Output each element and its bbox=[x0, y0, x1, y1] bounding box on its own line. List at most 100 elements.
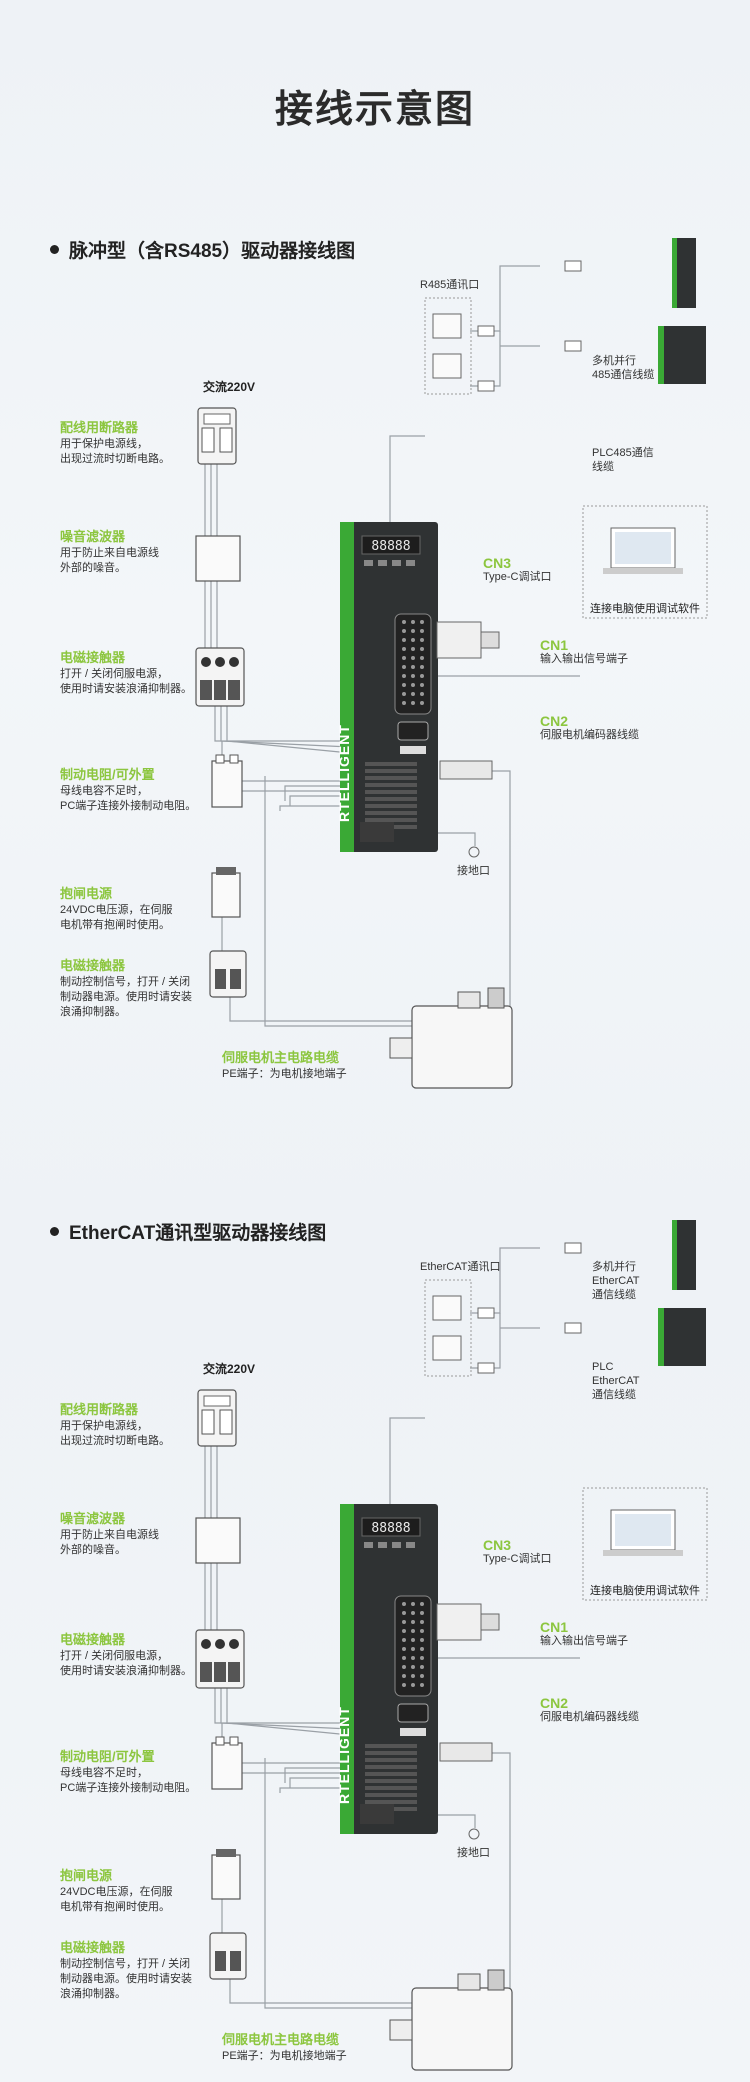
label-title: 电磁接触器 bbox=[60, 1940, 126, 1955]
plc-icon bbox=[658, 1308, 706, 1366]
label-desc: 制动控制信号，打开 / 关闭 制动器电源。使用时请安装 浪涌抑制器。 bbox=[60, 976, 192, 1018]
comm-port-box bbox=[424, 1279, 472, 1377]
ground-label: 接地口 bbox=[457, 865, 490, 877]
wire-contactor-driver bbox=[220, 1688, 351, 1730]
wire-contactor-driver bbox=[214, 1688, 350, 1724]
cn-desc: 输入输出信号端子 bbox=[540, 653, 628, 665]
circuit-breaker-icon bbox=[197, 407, 237, 465]
cn-title: CN1 bbox=[540, 637, 569, 653]
label-desc: 打开 / 关闭伺服电源， 使用时请安装浪涌抑制器。 bbox=[60, 1650, 192, 1677]
wire-motor-power bbox=[289, 795, 350, 806]
label-brake-resistor: 制动电阻/可外置母线电容不足时， PC端子连接外接制动电阻。 bbox=[60, 767, 196, 814]
label-title: 制动电阻/可外置 bbox=[60, 1749, 155, 1764]
brake-contactor-icon bbox=[209, 950, 247, 998]
page-title: 接线示意图 bbox=[274, 89, 475, 131]
label-title: 电磁接触器 bbox=[60, 958, 126, 973]
circuit-breaker-icon bbox=[197, 1389, 237, 1447]
label-title: 伺服电机主电路电缆 bbox=[222, 2032, 340, 2047]
noise-filter-icon bbox=[195, 535, 241, 582]
ground-icon bbox=[468, 1828, 480, 1840]
cn-desc: 伺服电机编码器线缆 bbox=[540, 1711, 639, 1723]
driver-brand: RTELLIGENT bbox=[336, 1706, 352, 1804]
wire-resistor-driver bbox=[235, 780, 350, 796]
cn1-connector-icon bbox=[436, 1603, 500, 1641]
cn-desc: Type-C调试口 bbox=[483, 1553, 552, 1565]
cn-title: CN3 bbox=[483, 555, 512, 571]
wire-motor-power bbox=[284, 785, 350, 801]
label-filter: 噪音滤波器用于防止来自电源线 外部的噪音。 bbox=[60, 529, 159, 576]
debug-software-label: 连接电脑使用调试软件 bbox=[590, 1585, 700, 1597]
servo-motor-icon bbox=[389, 1969, 513, 2071]
cn-title: CN1 bbox=[540, 1619, 569, 1635]
wire-network-bottom bbox=[470, 1313, 540, 1369]
magnetic-contactor-icon bbox=[195, 1629, 245, 1689]
label-contactor: 电磁接触器打开 / 关闭伺服电源， 使用时请安装浪涌抑制器。 bbox=[60, 650, 192, 697]
rj45-plug-icon bbox=[477, 380, 495, 392]
servo-motor-icon bbox=[389, 987, 513, 1089]
magnetic-contactor-icon bbox=[195, 647, 245, 707]
ground-label: 接地口 bbox=[457, 1847, 490, 1859]
label-title: 伺服电机主电路电缆 bbox=[222, 1050, 340, 1065]
cn1-connector-icon bbox=[436, 621, 500, 659]
network-cable-label: 多机并行 485通信线缆 bbox=[592, 355, 655, 381]
wire-contactor-driver bbox=[220, 706, 351, 748]
wire-resistor-driver bbox=[229, 1772, 350, 1778]
cn-title: CN2 bbox=[540, 1695, 569, 1711]
label-desc: 母线电容不足时， PC端子连接外接制动电阻。 bbox=[60, 785, 197, 812]
label-contactor: 电磁接触器打开 / 关闭伺服电源， 使用时请安装浪涌抑制器。 bbox=[60, 1632, 192, 1679]
label-title: 制动电阻/可外置 bbox=[60, 767, 155, 782]
debug-software-label: 连接电脑使用调试软件 bbox=[590, 603, 700, 615]
debug-pc-box bbox=[582, 505, 708, 619]
wire-motor-power bbox=[279, 1787, 350, 1793]
wire-network-top bbox=[470, 265, 540, 332]
rj45-plug-icon bbox=[477, 1362, 495, 1374]
plc-cable-label: PLC EtherCAT 通信线缆 bbox=[592, 1361, 640, 1401]
rj45-plug-icon bbox=[564, 260, 582, 272]
wire-contactor-driver bbox=[214, 706, 350, 742]
driver-display: 88888 bbox=[371, 1521, 410, 1536]
label-motor-cable: 伺服电机主电路电缆 PE端子：为电机接地端子 bbox=[222, 2032, 347, 2064]
label-desc: 制动控制信号，打开 / 关闭 制动器电源。使用时请安装 浪涌抑制器。 bbox=[60, 1958, 192, 2000]
wire-resistor-driver bbox=[229, 790, 350, 796]
rj45-plug-icon bbox=[477, 325, 495, 337]
label-brake-resistor: 制动电阻/可外置母线电容不足时， PC端子连接外接制动电阻。 bbox=[60, 1749, 196, 1796]
label-desc: PE端子：为电机接地端子 bbox=[222, 1068, 347, 1080]
ac-input-label: 交流220V bbox=[203, 380, 256, 394]
wire-motor-power bbox=[279, 805, 350, 811]
wire-ground bbox=[425, 832, 476, 846]
cn-title: CN2 bbox=[540, 713, 569, 729]
wire-brake-motor bbox=[229, 1978, 425, 2004]
wire-network-top bbox=[470, 1247, 540, 1314]
section-heading: 脉冲型（含RS485）驱动器接线图 bbox=[50, 236, 355, 263]
wire-brake-motor bbox=[229, 996, 425, 1022]
remote-drive-icon bbox=[672, 238, 696, 308]
laptop-icon bbox=[603, 1509, 683, 1556]
label-desc: PE端子：为电机接地端子 bbox=[222, 2050, 347, 2062]
wire-resistor-driver bbox=[235, 1762, 350, 1778]
label-desc: 用于保护电源线， 出现过流时切断电路。 bbox=[60, 438, 170, 465]
cn-desc: Type-C调试口 bbox=[483, 571, 552, 583]
label-title: 配线用断路器 bbox=[60, 420, 139, 435]
ground-icon bbox=[468, 846, 480, 858]
cn2-connector-icon bbox=[439, 1742, 493, 1762]
section-heading-text: EtherCAT通讯型驱动器接线图 bbox=[69, 1223, 327, 1244]
label-title: 电磁接触器 bbox=[60, 1632, 126, 1647]
label-desc: 用于防止来自电源线 外部的噪音。 bbox=[60, 1529, 159, 1556]
bullet-dot bbox=[50, 1227, 59, 1237]
wire-contactor-driver bbox=[226, 1688, 351, 1736]
label-desc: 24VDC电压源，在伺服 电机带有抱闸时使用。 bbox=[60, 1886, 173, 1913]
label-title: 噪音滤波器 bbox=[60, 529, 126, 544]
label-title: 配线用断路器 bbox=[60, 1402, 139, 1417]
driver-display: 88888 bbox=[371, 539, 410, 554]
label-brake-contactor: 电磁接触器制动控制信号，打开 / 关闭 制动器电源。使用时请安装 浪涌抑制器。 bbox=[60, 1940, 192, 2002]
label-filter: 噪音滤波器用于防止来自电源线 外部的噪音。 bbox=[60, 1511, 159, 1558]
label-title: 电磁接触器 bbox=[60, 650, 126, 665]
comm-port-label: R485通讯口 bbox=[420, 279, 480, 291]
